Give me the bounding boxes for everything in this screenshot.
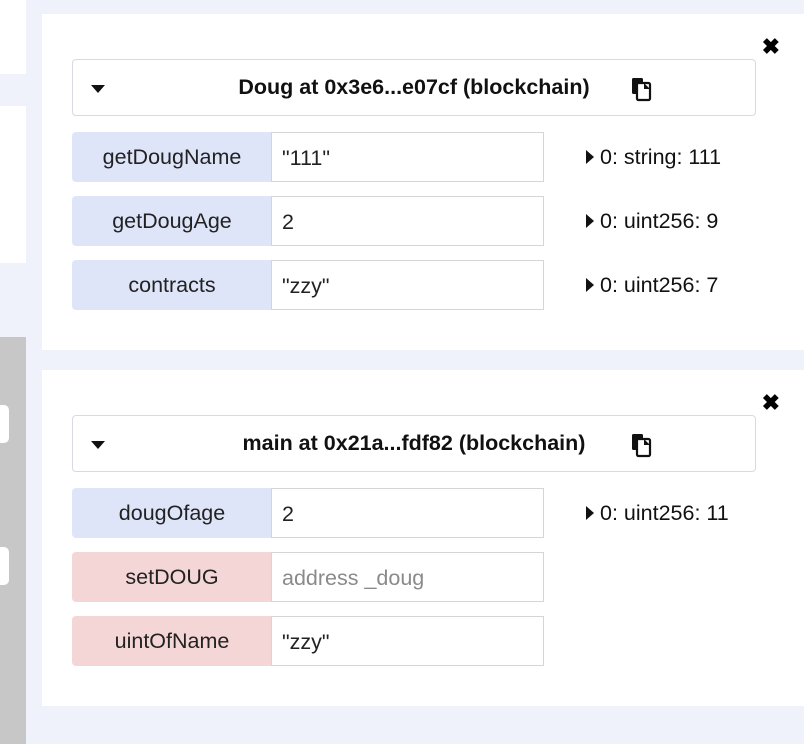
caret-right-icon xyxy=(586,213,594,228)
left-panel-strip xyxy=(0,0,26,744)
contracts-button[interactable]: contracts xyxy=(72,260,272,310)
contract-instance-doug: ✖ Doug at 0x3e6...e07cf (blockchain) get… xyxy=(42,14,804,350)
getdougage-button[interactable]: getDougAge xyxy=(72,196,272,246)
close-icon[interactable]: ✖ xyxy=(761,390,780,415)
clipboard-copy-icon[interactable] xyxy=(629,432,655,458)
getdougage-result[interactable]: 0: uint256: 9 xyxy=(586,196,718,246)
getdougname-result[interactable]: 0: string: 111 xyxy=(586,132,721,182)
dougofage-input[interactable]: 2 xyxy=(271,488,544,538)
result-text: 0: uint256: 7 xyxy=(600,273,719,297)
left-panel-block xyxy=(0,0,26,74)
uintofname-button[interactable]: uintOfName xyxy=(72,616,272,666)
uintofname-input[interactable]: "zzy" xyxy=(271,616,544,666)
left-panel-tab[interactable] xyxy=(0,547,9,585)
caret-down-icon[interactable] xyxy=(91,441,105,449)
left-panel-scroll-area xyxy=(0,337,26,744)
result-text: 0: uint256: 11 xyxy=(600,501,729,525)
getdougname-button[interactable]: getDougName xyxy=(72,132,272,182)
instance-title: Doug at 0x3e6...e07cf (blockchain) xyxy=(238,75,590,99)
caret-down-icon[interactable] xyxy=(91,85,105,93)
close-icon[interactable]: ✖ xyxy=(761,34,780,59)
contracts-input[interactable]: "zzy" xyxy=(271,260,544,310)
getdougage-input[interactable]: 2 xyxy=(271,196,544,246)
left-panel-block xyxy=(0,106,26,263)
dougofage-result[interactable]: 0: uint256: 11 xyxy=(586,488,729,538)
setdoug-button[interactable]: setDOUG xyxy=(72,552,272,602)
caret-right-icon xyxy=(586,149,594,164)
clipboard-copy-icon[interactable] xyxy=(629,76,655,102)
setdoug-input[interactable]: address _doug xyxy=(271,552,544,602)
instance-title-bar[interactable]: Doug at 0x3e6...e07cf (blockchain) xyxy=(72,59,756,116)
instance-title: main at 0x21a...fdf82 (blockchain) xyxy=(242,431,586,455)
caret-right-icon xyxy=(586,505,594,520)
contracts-result[interactable]: 0: uint256: 7 xyxy=(586,260,718,310)
getdougname-input[interactable]: "111" xyxy=(271,132,544,182)
result-text: 0: uint256: 9 xyxy=(600,209,719,233)
instance-title-bar[interactable]: main at 0x21a...fdf82 (blockchain) xyxy=(72,415,756,472)
contract-instance-main: ✖ main at 0x21a...fdf82 (blockchain) dou… xyxy=(42,370,804,706)
result-text: 0: string: 111 xyxy=(600,145,722,169)
caret-right-icon xyxy=(586,277,594,292)
dougofage-button[interactable]: dougOfage xyxy=(72,488,272,538)
left-panel-tab[interactable] xyxy=(0,405,9,443)
